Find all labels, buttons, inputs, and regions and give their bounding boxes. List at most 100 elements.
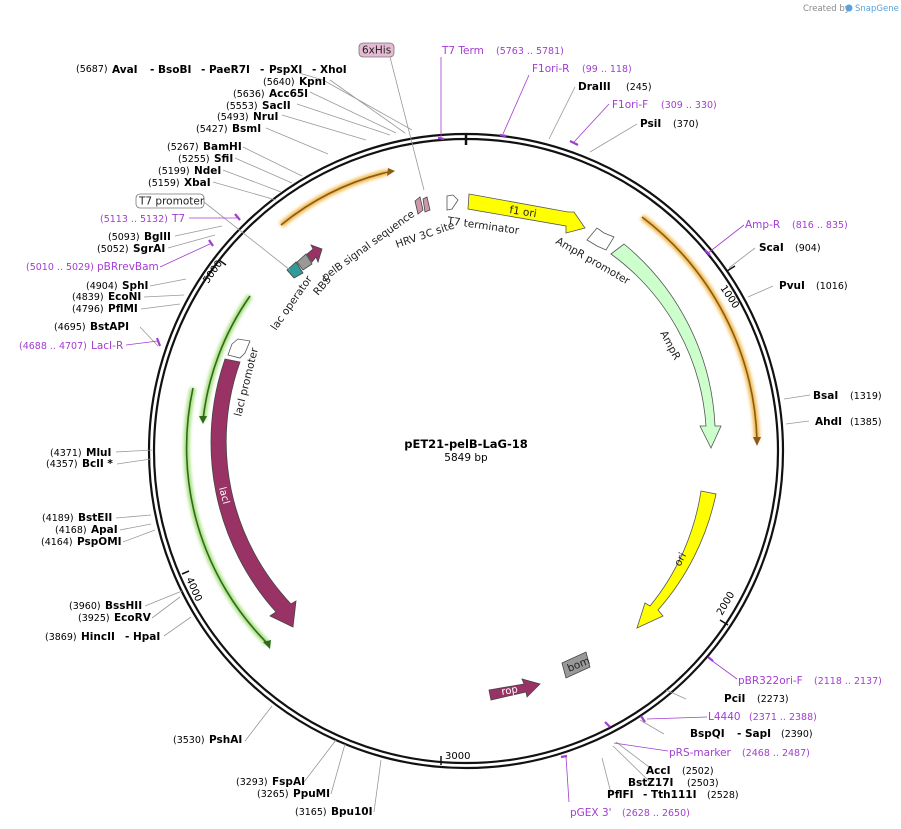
site-ndei[interactable]: NdeI (194, 165, 221, 177)
site-hpai[interactable]: HpaI (133, 631, 160, 643)
svg-text:6xHis: 6xHis (362, 45, 391, 57)
svg-text:(4688 .. 4707): (4688 .. 4707) (19, 341, 87, 352)
feature-bom[interactable]: bom (561, 651, 592, 679)
site-nrui-pos: (5493) (217, 112, 249, 123)
feature-laci[interactable]: lacI (210, 358, 297, 628)
site-pflmi[interactable]: PflMI (108, 303, 138, 315)
feature-rop[interactable]: rop (488, 678, 541, 701)
site-sphi[interactable]: SphI (122, 280, 148, 292)
svg-text:(3293): (3293) (236, 777, 268, 788)
svg-text:(4839): (4839) (72, 292, 104, 303)
svg-text:(99 .. 118): (99 .. 118) (582, 64, 632, 75)
primer-f1ori-r[interactable]: F1ori-R (532, 63, 569, 75)
feature-ampr-promoter-arrow[interactable] (586, 227, 615, 251)
site-ppumi[interactable]: PpuMI (293, 788, 330, 800)
primer-amp-r[interactable]: Amp-R (745, 219, 780, 231)
site-econi[interactable]: EcoNI (108, 291, 141, 303)
site-bstz17i[interactable]: BstZ17I (628, 777, 673, 789)
site-hincii[interactable]: HincII (81, 631, 115, 643)
site-bsmi-pos: (5427) (196, 124, 228, 135)
svg-text:(370): (370) (673, 119, 699, 130)
svg-text:(2371 .. 2388): (2371 .. 2388) (749, 712, 817, 723)
primer-f1ori-f[interactable]: F1ori-F (612, 99, 648, 111)
site-tth111i[interactable]: Tth111I (651, 789, 696, 801)
site-scai[interactable]: ScaI (759, 242, 784, 254)
site-leader-lines (115, 72, 811, 813)
site-avai-pos: (5687) (76, 64, 108, 75)
site-bstapi[interactable]: BstAPI (90, 321, 129, 333)
primer-prs-marker[interactable]: pRS-marker (669, 747, 732, 759)
site-paer7i[interactable]: PaeR7I (209, 64, 250, 76)
feature-t7-promoter-label[interactable]: T7 promoter (135, 193, 291, 271)
site-fspai[interactable]: FspAI (272, 776, 305, 788)
svg-text:2000: 2000 (715, 590, 737, 618)
primer-pbr322ori-f[interactable]: pBR322ori-F (738, 675, 803, 687)
svg-text:T7 promoter: T7 promoter (138, 196, 205, 208)
site-psii[interactable]: PsiI (640, 118, 661, 130)
site-bsmi[interactable]: BsmI (232, 123, 261, 135)
primer-l4440[interactable]: L4440 (708, 711, 741, 723)
svg-text:(2390): (2390) (781, 729, 813, 740)
site-bsteii[interactable]: BstEII (78, 512, 112, 524)
primer-pbrrevbam[interactable]: pBRrevBam (97, 261, 159, 273)
feature-f1-ori[interactable]: f1 ori (467, 193, 586, 234)
site-ecorv[interactable]: EcoRV (114, 612, 152, 624)
site-bamhi[interactable]: BamHI (203, 141, 242, 153)
site-nrui[interactable]: NruI (253, 111, 278, 123)
site-pcii[interactable]: PciI (724, 693, 745, 705)
svg-text:(4168): (4168) (55, 525, 87, 536)
site-mlui[interactable]: MluI (86, 447, 111, 459)
feature-lac-operator[interactable] (286, 261, 304, 279)
site-pspxi[interactable]: PspXI (269, 64, 302, 76)
svg-text:(5093): (5093) (108, 232, 140, 243)
site-draiii[interactable]: DraIII (578, 81, 611, 93)
site-bpu10i[interactable]: Bpu10I (331, 806, 373, 818)
feature-laci-promoter-arrow[interactable] (227, 338, 251, 359)
svg-text:(309 .. 330): (309 .. 330) (661, 100, 717, 111)
feature-rbs[interactable] (296, 253, 313, 271)
site-bspqi[interactable]: BspQI (690, 728, 725, 740)
site-xhoi[interactable]: XhoI (320, 64, 347, 76)
primer-t7-term[interactable]: T7 Term (441, 45, 484, 57)
feature-t7-terminator-arrow[interactable] (446, 194, 459, 211)
site-sacii[interactable]: SacII (262, 100, 291, 112)
site-group-left: (5093) BglII (5052) SgrAI (4904) SphI (4… (41, 231, 171, 643)
site-kpni[interactable]: KpnI (299, 76, 326, 88)
site-acc65i[interactable]: Acc65I (269, 88, 308, 100)
primer-pgex-3[interactable]: pGEX 3' (570, 807, 612, 819)
site-bsobi[interactable]: BsoBI (158, 64, 191, 76)
site-bsshii[interactable]: BssHII (105, 600, 142, 612)
feature-6xhis-label[interactable]: 6xHis (358, 42, 425, 191)
site-group-bottom: (3530) PshAI (3293) FspAI (3265) PpuMI (… (173, 693, 813, 818)
site-bglii[interactable]: BglII (144, 231, 171, 243)
feature-hrv-3c-site[interactable] (414, 196, 431, 215)
credit-brand: SnapGene (855, 4, 899, 14)
svg-text:(3925): (3925) (78, 613, 110, 624)
svg-text:3000: 3000 (445, 751, 470, 762)
feature-ori[interactable]: ori (636, 490, 717, 629)
site-bsai[interactable]: BsaI (813, 390, 838, 402)
primer-group: T7 Term (5763 .. 5781) F1ori-R (99 .. 11… (19, 45, 882, 819)
svg-text:(2528): (2528) (707, 790, 739, 801)
site-sfii[interactable]: SfiI (214, 153, 233, 165)
site-sapi[interactable]: SapI (745, 728, 771, 740)
site-pshai[interactable]: PshAI (209, 734, 242, 746)
primer-t7[interactable]: T7 (171, 213, 185, 225)
site-bcli[interactable]: BclI * (82, 458, 113, 470)
site-sgrai[interactable]: SgrAI (133, 243, 165, 255)
site-acc65i-pos: (5636) (233, 89, 265, 100)
site-acci[interactable]: AccI (646, 765, 670, 777)
site-pflfi[interactable]: PflFI (607, 789, 634, 801)
feature-pelb-signal-sequence[interactable] (306, 244, 323, 264)
site-pspomi[interactable]: PspOMI (77, 536, 122, 548)
svg-text:(2468 .. 2487): (2468 .. 2487) (742, 748, 810, 759)
site-kpni-pos: (5640) (263, 77, 295, 88)
primer-laci-r[interactable]: LacI-R (91, 340, 123, 352)
svg-text:(1016): (1016) (816, 281, 848, 292)
site-xbai[interactable]: XbaI (184, 177, 211, 189)
site-ahdi[interactable]: AhdI (815, 416, 842, 428)
site-apai[interactable]: ApaI (91, 524, 118, 536)
site-pvui[interactable]: PvuI (779, 280, 805, 292)
site-avai[interactable]: AvaI (112, 64, 138, 76)
svg-text:(3530): (3530) (173, 735, 205, 746)
